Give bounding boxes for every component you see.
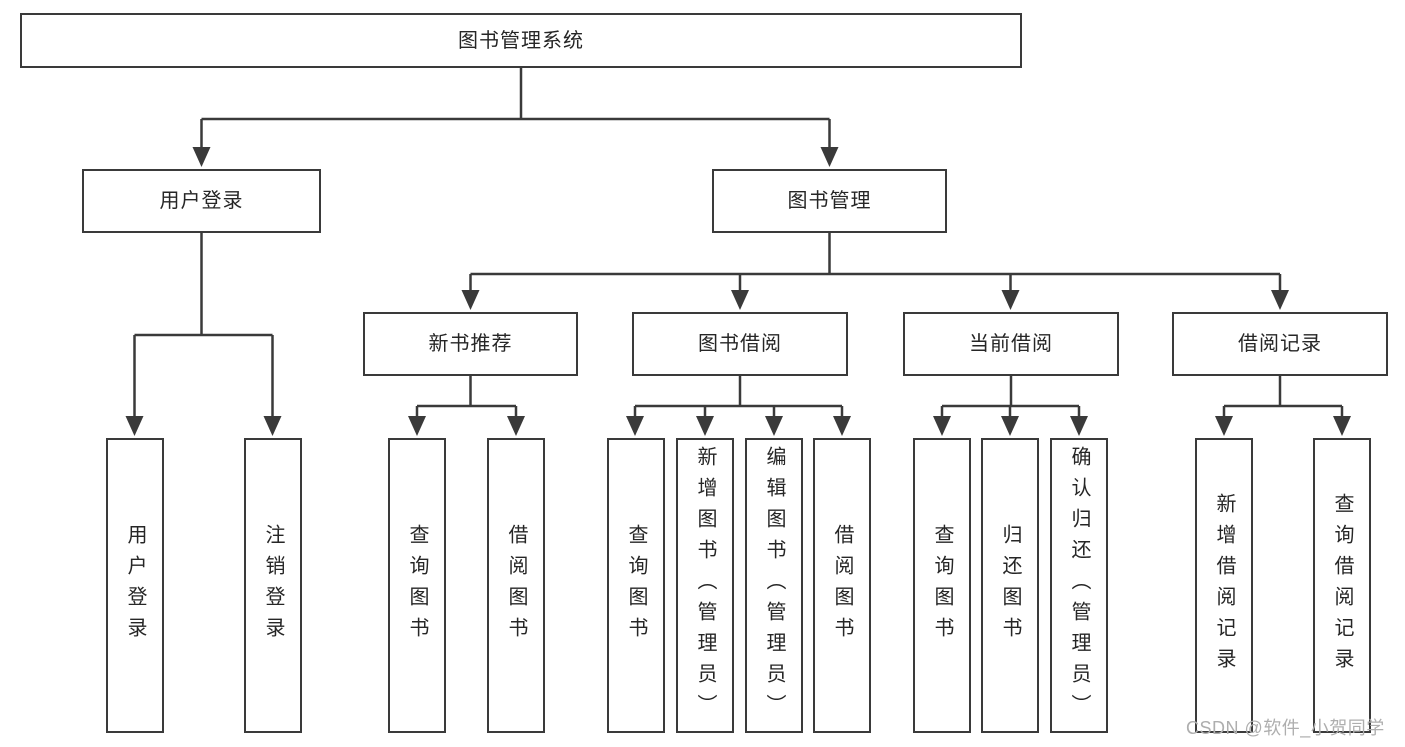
node-label: 借阅图书	[831, 523, 853, 648]
leaf-add-book-admin: 新增图书（管理员）	[676, 438, 734, 733]
node-label: 图书借阅	[698, 333, 782, 355]
arrowhead	[1215, 416, 1233, 436]
node-label: 查询借阅记录	[1331, 492, 1353, 679]
edges-current-borrow-to-leaves	[933, 376, 1088, 436]
arrowhead	[820, 147, 839, 167]
node-label: 用户登录	[159, 190, 244, 212]
arrowhead	[626, 416, 644, 436]
node-label: 当前借阅	[969, 333, 1053, 355]
arrowhead	[408, 416, 426, 436]
node-borrow-records: 借阅记录	[1172, 312, 1388, 376]
leaf-query-book-under-recommend: 查询图书	[388, 438, 446, 733]
arrowhead	[507, 416, 525, 436]
node-label: 编辑图书（管理员）	[763, 446, 785, 725]
node-root: 图书管理系统	[20, 13, 1022, 68]
node-label: 图书管理系统	[458, 29, 584, 52]
node-label: 查询图书	[625, 523, 647, 648]
node-label: 借阅记录	[1238, 333, 1322, 355]
leaf-confirm-return-admin: 确认归还（管理员）	[1050, 438, 1108, 733]
node-label: 新书推荐	[428, 333, 513, 355]
node-label: 新增图书（管理员）	[694, 446, 716, 725]
edges-root-to-level2	[192, 68, 839, 167]
edges-book-management-to-level3	[461, 233, 1289, 310]
edges-book-borrow-to-leaves	[626, 376, 851, 436]
csdn-watermark: CSDN @软件_小贺同学	[1186, 718, 1385, 738]
leaf-query-borrow-record: 查询借阅记录	[1313, 438, 1371, 733]
edges-user-login-to-leaves	[125, 233, 282, 436]
arrowhead	[1001, 416, 1019, 436]
arrowhead	[765, 416, 783, 436]
leaf-query-book-under-borrow: 查询图书	[607, 438, 665, 733]
node-book-management: 图书管理	[712, 169, 947, 233]
arrowhead	[1070, 416, 1088, 436]
edges-borrow-records-to-leaves	[1215, 376, 1351, 436]
leaf-return-book: 归还图书	[981, 438, 1039, 733]
arrowhead	[1271, 290, 1289, 310]
edges-new-book-recommend-to-leaves	[408, 376, 525, 436]
leaf-logout: 注销登录	[244, 438, 302, 733]
arrowhead	[1001, 290, 1020, 310]
node-user-login: 用户登录	[82, 169, 321, 233]
arrowhead	[933, 416, 951, 436]
arrowhead	[461, 290, 480, 310]
node-label: 借阅图书	[505, 523, 527, 648]
node-label: 查询图书	[406, 523, 428, 648]
node-label: 用户登录	[124, 523, 146, 648]
arrowhead	[125, 416, 144, 436]
leaf-borrow-book-under-recommend: 借阅图书	[487, 438, 545, 733]
node-label: 注销登录	[262, 523, 284, 648]
node-label: 查询图书	[931, 523, 953, 648]
arrowhead	[833, 416, 851, 436]
leaf-edit-book-admin: 编辑图书（管理员）	[745, 438, 803, 733]
node-label: 新增借阅记录	[1213, 492, 1235, 679]
leaf-user-login: 用户登录	[106, 438, 164, 733]
node-current-borrow: 当前借阅	[903, 312, 1119, 376]
leaf-query-book-under-current: 查询图书	[913, 438, 971, 733]
arrowhead	[192, 147, 211, 167]
arrowhead	[263, 416, 282, 436]
node-new-book-recommend: 新书推荐	[363, 312, 578, 376]
arrowhead	[696, 416, 714, 436]
node-book-borrow: 图书借阅	[632, 312, 848, 376]
arrowhead	[731, 290, 749, 310]
arrowhead	[1333, 416, 1351, 436]
node-label: 图书管理	[787, 190, 872, 212]
leaf-add-borrow-record: 新增借阅记录	[1195, 438, 1253, 733]
node-label: 归还图书	[999, 523, 1021, 648]
leaf-borrow-book-under-borrow: 借阅图书	[813, 438, 871, 733]
node-label: 确认归还（管理员）	[1068, 446, 1090, 725]
